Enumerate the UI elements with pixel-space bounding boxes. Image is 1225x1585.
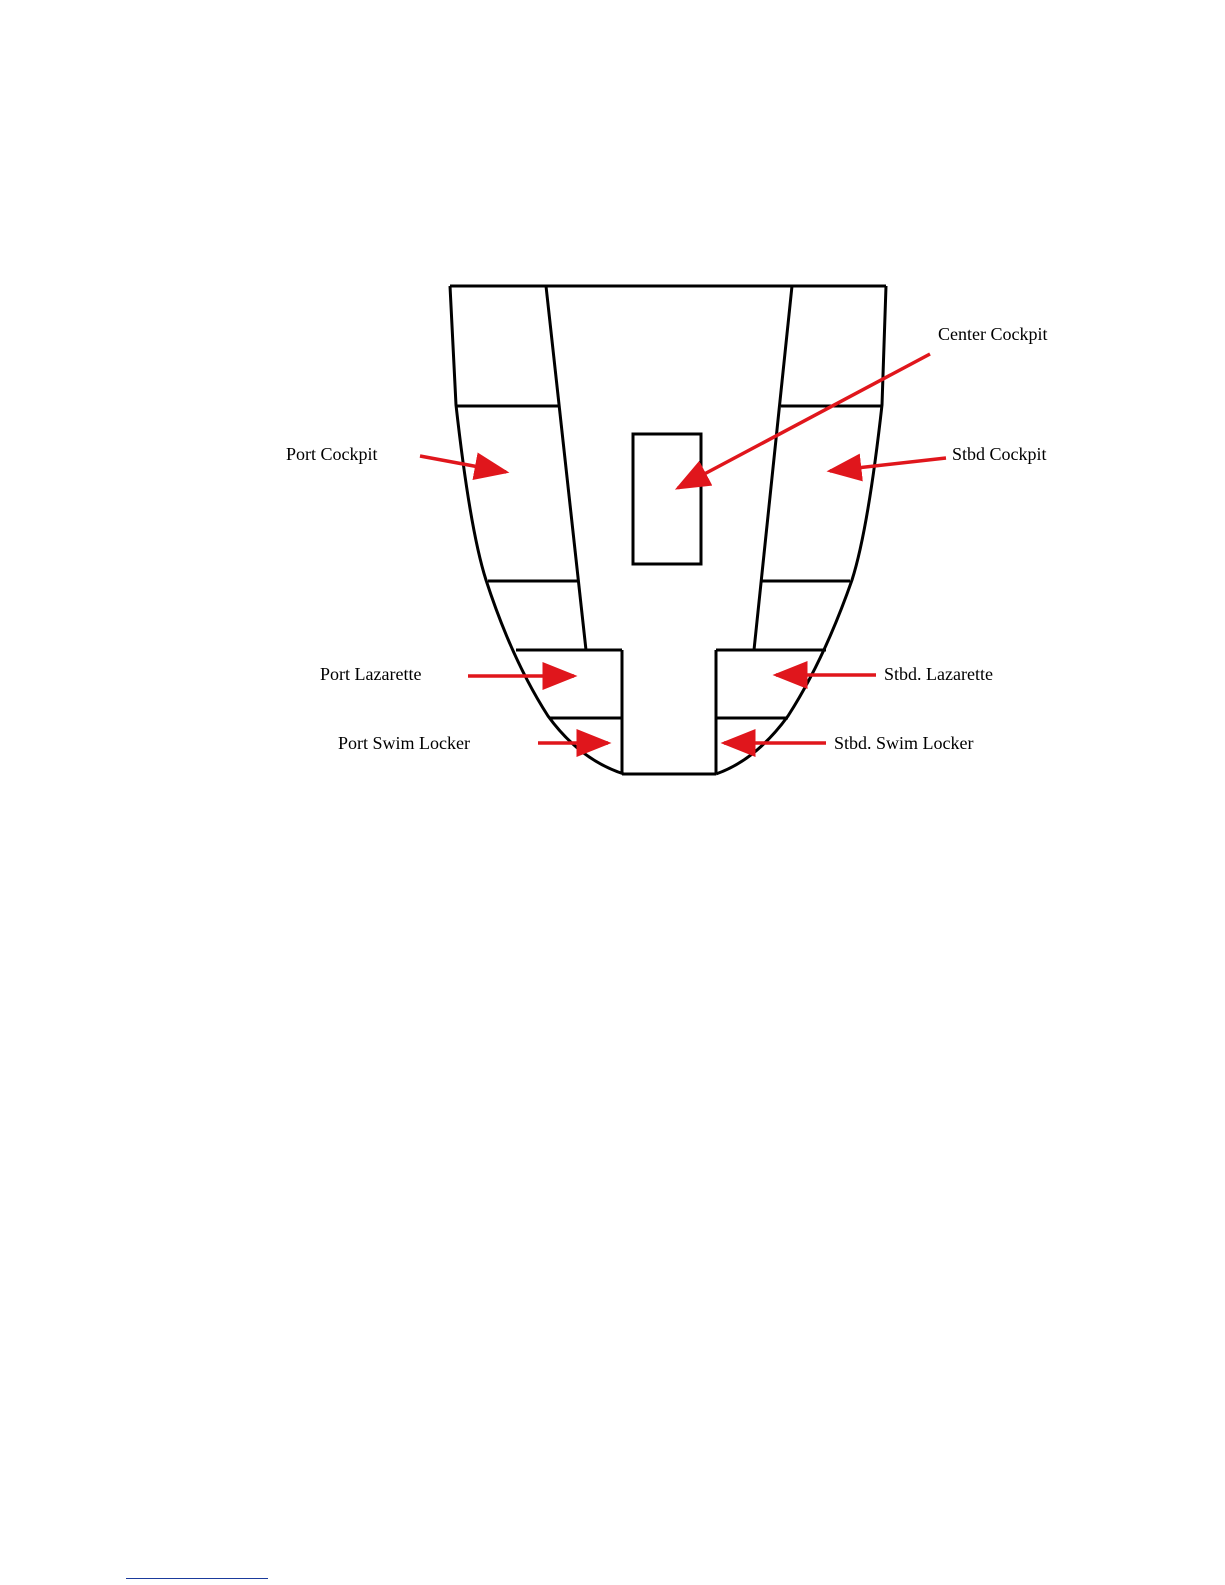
port-lazarette-label: Port Lazarette bbox=[320, 664, 421, 684]
stbd-swim-locker-label: Stbd. Swim Locker bbox=[834, 733, 974, 753]
hull-outline bbox=[450, 286, 886, 774]
center-cockpit-hatch bbox=[633, 434, 701, 564]
port-swim-locker-label: Port Swim Locker bbox=[338, 733, 470, 753]
pointer-arrows bbox=[420, 354, 946, 743]
stbd-lazarette-label: Stbd. Lazarette bbox=[884, 664, 993, 684]
center-cockpit-label: Center Cockpit bbox=[938, 324, 1047, 344]
stbd-cockpit-label: Stbd Cockpit bbox=[952, 444, 1047, 464]
port-inner-wall bbox=[546, 286, 586, 650]
port-cockpit-label: Port Cockpit bbox=[286, 444, 378, 464]
stbd-inner-wall bbox=[754, 286, 792, 650]
stbd-cockpit-arrow bbox=[830, 458, 946, 471]
center-cockpit-arrow bbox=[678, 354, 930, 488]
stbd-hull-curve bbox=[716, 286, 886, 774]
footnote-separator bbox=[126, 1578, 268, 1579]
port-hull-curve bbox=[450, 286, 624, 774]
compartment-labels: Center Cockpit Port Cockpit Stbd Cockpit… bbox=[286, 324, 1047, 753]
